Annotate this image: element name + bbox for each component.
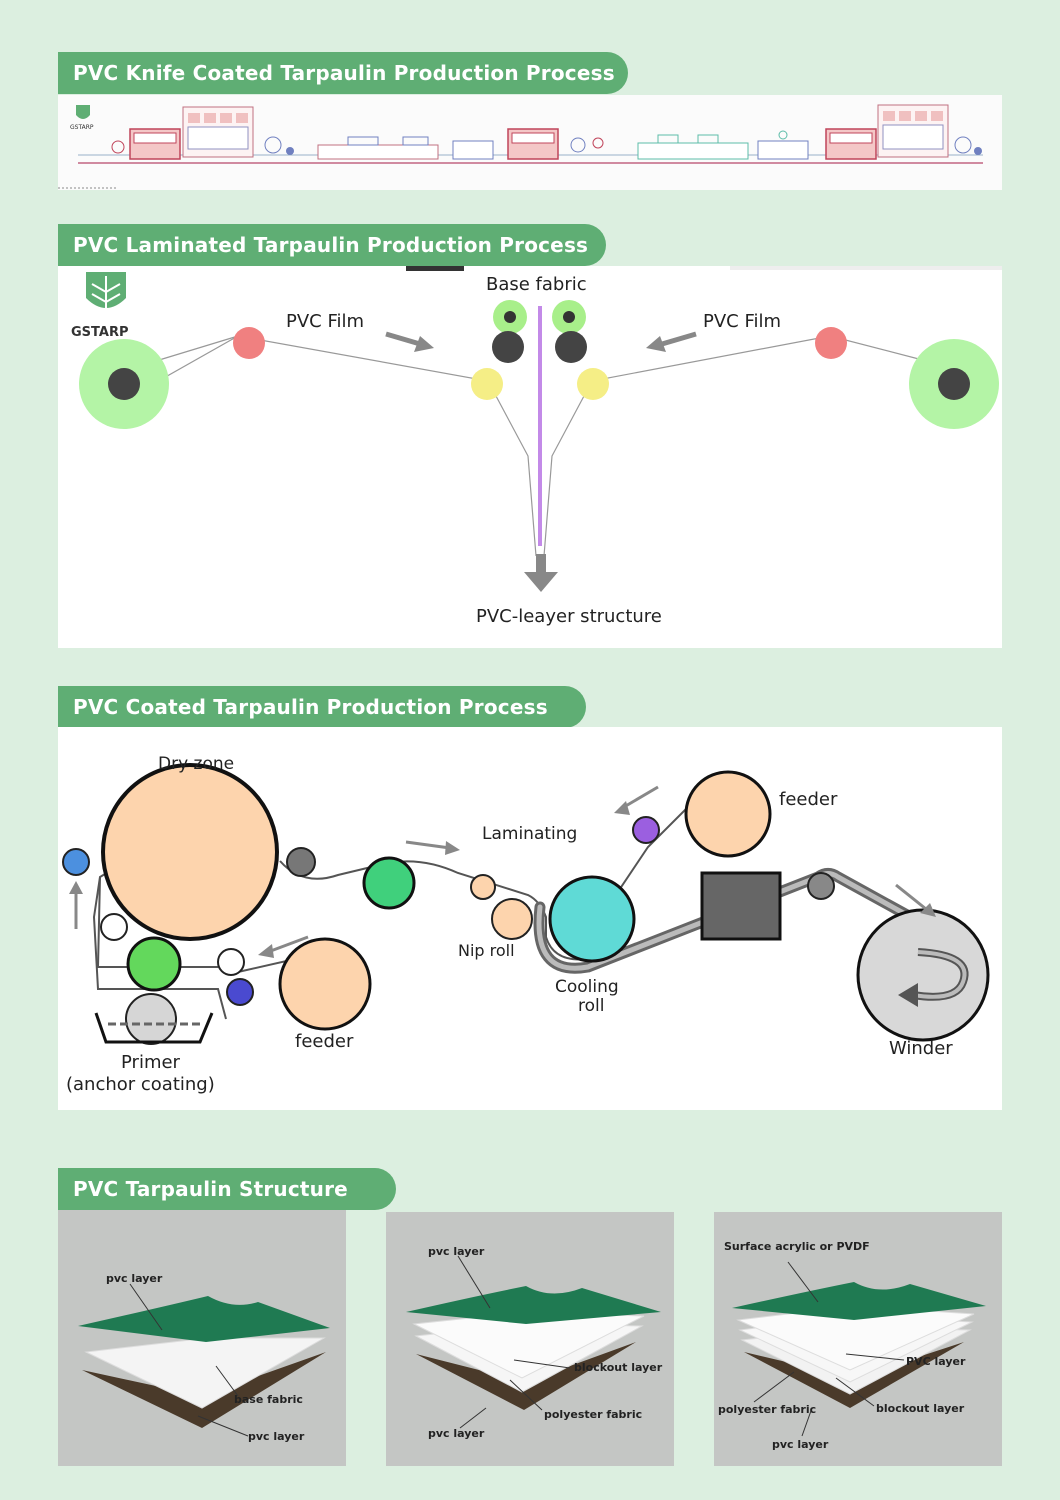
arrow-down-right-icon [895, 883, 936, 917]
label-pvc-layer-top: pvc layer [106, 1272, 163, 1285]
label-pvc-layer-bottom: pvc layer [248, 1430, 305, 1443]
label-laminating: Laminating [482, 824, 577, 844]
gstarp-logo: GSTARP [71, 272, 129, 340]
coated-diagram: Dry zone Laminating feeder feeder Nip ro… [58, 727, 1002, 1110]
arrow-right-icon [385, 331, 434, 352]
label-winder: Winder [889, 1038, 953, 1059]
knife-coated-diagram: GSTARP [58, 95, 1002, 190]
label-feeder-top: feeder [779, 789, 838, 810]
arrow-down-left-icon [614, 785, 659, 815]
structure-panel-2: pvc layer blockout layer polyester fabri… [386, 1212, 674, 1466]
machine-middle [317, 128, 604, 160]
label-pvc-layer-top: pvc layer [428, 1245, 485, 1258]
label-cooling-roll-2: roll [578, 996, 604, 1016]
structure-panel-1: pvc layer base fabric pvc layer [58, 1210, 346, 1466]
label-base-fabric: Base fabric [486, 274, 587, 295]
section-title-laminated: PVC Laminated Tarpaulin Production Proce… [58, 224, 606, 266]
machine-left [111, 106, 294, 160]
winder [856, 908, 990, 1042]
label-pvc-layer: PVC layer [906, 1355, 966, 1368]
machine-right [825, 104, 982, 160]
label-base-fabric: base fabric [234, 1393, 303, 1406]
machine-cooling [637, 130, 809, 160]
section-title-coated: PVC Coated Tarpaulin Production Process [58, 686, 586, 728]
gstarp-logo: GSTARP [70, 105, 94, 131]
label-result: PVC-leayer structure [476, 606, 662, 627]
primer-tray [94, 993, 214, 1045]
label-anchor-coating: (anchor coating) [66, 1074, 215, 1095]
label-polyester-fabric: polyester fabric [718, 1403, 816, 1416]
label-nip-roll: Nip roll [458, 941, 515, 960]
section-title-knife-coated: PVC Knife Coated Tarpaulin Production Pr… [58, 52, 628, 94]
svg-text:GSTARP: GSTARP [71, 325, 129, 340]
label-blockout-layer: blockout layer [574, 1361, 663, 1374]
label-pvc-layer-bottom: pvc layer [772, 1438, 829, 1451]
label-pvc-layer-bottom: pvc layer [428, 1427, 485, 1440]
label-pvc-film-left: PVC Film [286, 311, 364, 332]
label-dry-zone: Dry zone [158, 754, 234, 774]
svg-text:GSTARP: GSTARP [70, 124, 94, 131]
label-cooling-roll-1: Cooling [555, 977, 619, 997]
label-primer: Primer [121, 1052, 181, 1073]
arrow-right-icon [405, 840, 460, 855]
label-pvc-film-right: PVC Film [703, 311, 781, 332]
label-blockout-layer: blockout layer [876, 1402, 965, 1415]
label-feeder-bottom: feeder [295, 1031, 354, 1052]
arrow-left-icon [258, 935, 309, 958]
feeder-bottom [278, 937, 372, 1031]
arrow-down-icon [524, 554, 558, 592]
arrow-left-icon [646, 331, 697, 352]
cooling-roll [548, 875, 636, 963]
dry-zone-roll [101, 763, 279, 941]
feeder-top [684, 770, 772, 858]
laminated-diagram: GSTARP [58, 266, 1002, 648]
label-surface-acrylic: Surface acrylic or PVDF [724, 1240, 870, 1253]
tension-box [700, 871, 782, 941]
arrow-up-icon [69, 881, 83, 929]
section-title-structure: PVC Tarpaulin Structure [58, 1168, 396, 1210]
structure-panel-3: Surface acrylic or PVDF PVC layer polyes… [714, 1212, 1002, 1466]
label-polyester-fabric: polyester fabric [544, 1408, 642, 1421]
